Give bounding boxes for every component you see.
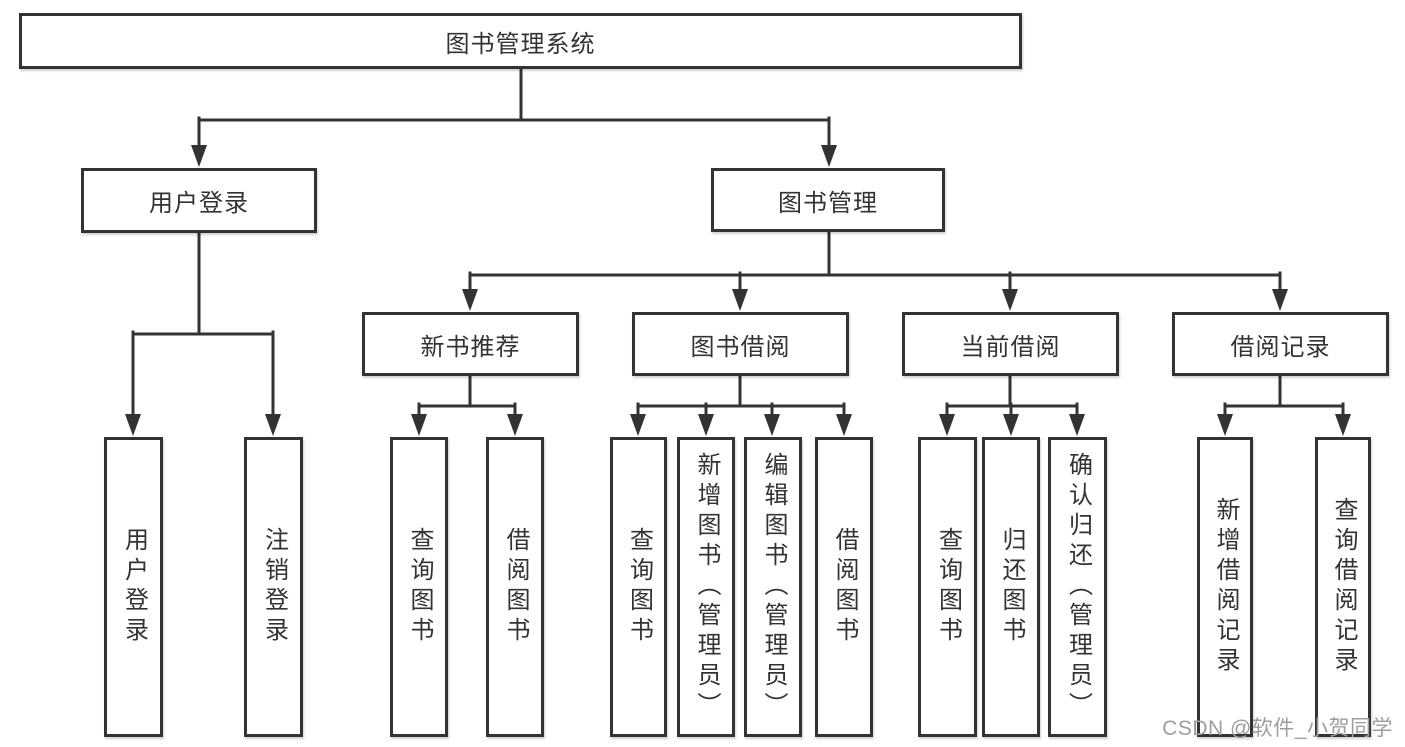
node-label: 图书管理	[778, 189, 878, 217]
node-label: 用户登录	[120, 527, 148, 647]
leaf-logout: 注销登录	[244, 437, 303, 737]
leaf-query-books-current: 查询图书	[918, 437, 977, 737]
node-new-book-recommend: 新书推荐	[362, 312, 579, 376]
node-current-borrowing: 当前借阅	[902, 312, 1119, 376]
node-label: 注销登录	[260, 527, 288, 647]
node-label: 借阅图书	[831, 527, 858, 647]
arrowheads	[125, 145, 1351, 436]
node-label: 图书管理系统	[445, 30, 596, 58]
leaf-confirm-return-admin: 确认归还（管理员）	[1048, 437, 1107, 737]
node-label: 归还图书	[998, 527, 1025, 647]
tree-edges	[131, 65, 1345, 417]
leaf-query-borrow-record: 查询借阅记录	[1315, 437, 1371, 737]
node-label: 确认归还（管理员）	[1064, 452, 1092, 722]
leaf-edit-book-admin: 编辑图书（管理员）	[744, 437, 802, 737]
node-label: 查询图书	[625, 527, 653, 647]
csdn-watermark: CSDN @软件_小贺同学	[1162, 717, 1393, 740]
node-label: 编辑图书（管理员）	[760, 452, 787, 722]
node-label: 查询图书	[934, 527, 962, 647]
leaf-borrow-books-recommend: 借阅图书	[486, 437, 544, 737]
node-book-borrowing: 图书借阅	[632, 312, 849, 376]
node-label: 借阅图书	[502, 527, 529, 647]
leaf-add-borrow-record: 新增借阅记录	[1197, 437, 1253, 737]
leaf-user-login: 用户登录	[104, 437, 163, 737]
node-label: 新增借阅记录	[1212, 497, 1239, 677]
node-library-management-system: 图书管理系统	[19, 13, 1022, 69]
node-user-login: 用户登录	[81, 168, 317, 233]
node-label: 当前借阅	[960, 333, 1061, 361]
node-label: 新书推荐	[420, 333, 521, 361]
leaf-add-book-admin: 新增图书（管理员）	[677, 437, 735, 737]
leaf-borrow-books: 借阅图书	[815, 437, 873, 737]
leaf-query-books-recommend: 查询图书	[390, 437, 448, 737]
leaf-return-book: 归还图书	[982, 437, 1040, 737]
node-label: 用户登录	[149, 190, 249, 217]
node-label: 查询图书	[406, 527, 433, 647]
node-label: 借阅记录	[1230, 333, 1331, 361]
node-label: 图书借阅	[690, 333, 791, 361]
node-book-management: 图书管理	[711, 168, 945, 232]
node-label: 查询借阅记录	[1330, 497, 1357, 677]
node-borrowing-records: 借阅记录	[1172, 312, 1389, 376]
leaf-query-books-borrowing: 查询图书	[610, 437, 667, 737]
node-label: 新增图书（管理员）	[693, 452, 720, 722]
